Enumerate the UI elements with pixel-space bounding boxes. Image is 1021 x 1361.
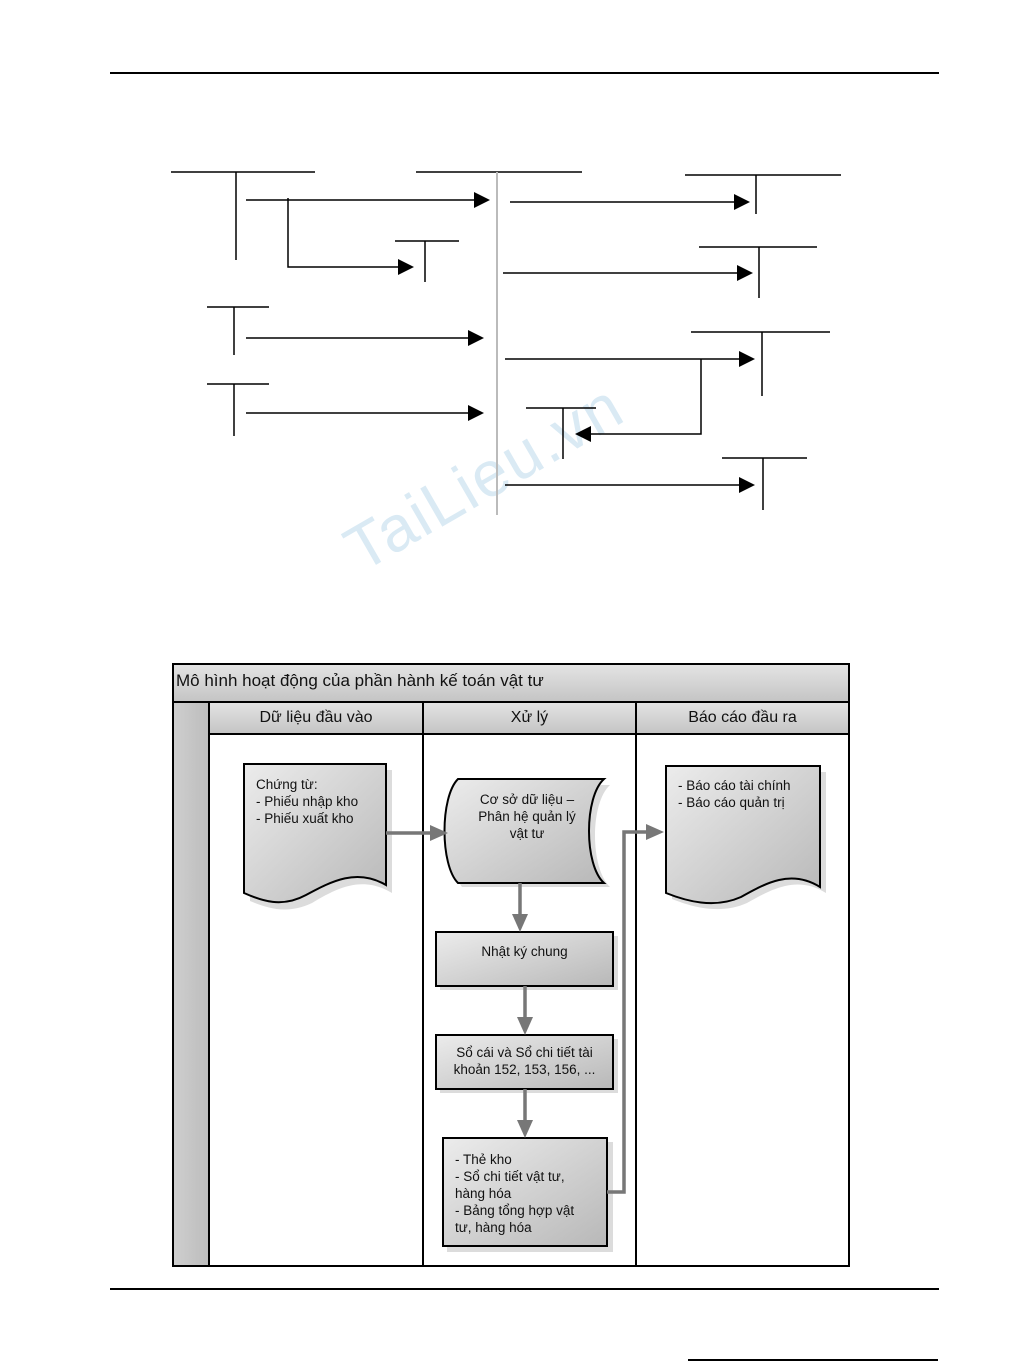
t-account-2 [395, 240, 459, 282]
output-document-shape [665, 765, 821, 905]
side-band [172, 701, 210, 1267]
arrow-head [474, 192, 490, 208]
t-account-r2 [699, 246, 817, 298]
detail-box [442, 1137, 608, 1247]
footer-rule [110, 1288, 939, 1290]
footnote-rule [688, 1359, 938, 1361]
input-document-text: Chứng từ: - Phiếu nhập kho - Phiếu xuất … [256, 777, 359, 826]
diagram-shape [386, 830, 646, 1194]
arrow-head [517, 1017, 533, 1035]
t-account-r4 [526, 407, 596, 459]
database-shape [443, 778, 607, 884]
detail-text: - Thẻ kho - Sổ chi tiết vật tư, hàng hóa… [455, 1152, 575, 1235]
diagram-shape [171, 171, 841, 510]
arrow-head [398, 259, 414, 275]
t-account-3 [207, 306, 269, 355]
connector-line [287, 198, 398, 268]
flowchart-title: Mô hình hoạt động của phần hành kế toán … [176, 671, 544, 690]
arrow-head [734, 194, 750, 210]
ledger-box [435, 1034, 614, 1090]
database-text: Cơ sở dữ liệu – Phân hệ quản lý vật tư [478, 792, 576, 841]
connector-detail-output [607, 830, 646, 1194]
lane-header-process [422, 701, 637, 735]
diagram-shape [430, 824, 664, 1138]
lane-label-input: Dữ liệu đầu vào [259, 709, 373, 726]
input-document-shape [243, 763, 387, 904]
t-account-diagram [171, 171, 841, 515]
lane-label-output: Báo cáo đầu ra [688, 709, 797, 726]
t-account-4 [207, 383, 269, 436]
connector-line [590, 359, 702, 435]
arrow-head [512, 914, 528, 932]
ledger-text: Sổ cái và Sổ chi tiết tài khoản 152, 153… [453, 1045, 596, 1077]
t-account-r3 [691, 331, 830, 396]
lane-label-process: Xử lý [510, 709, 549, 726]
journal-text: Nhật ký chung [481, 944, 568, 959]
output-document-text: - Báo cáo tài chính - Báo cáo quản trị [678, 778, 791, 810]
arrow-head [739, 477, 755, 493]
arrow-head [646, 824, 664, 840]
t-account-1 [171, 171, 315, 260]
arrow-head [430, 825, 448, 841]
header-rule [110, 72, 939, 74]
diagram-shape [398, 192, 755, 493]
arrow-head [575, 426, 591, 442]
lane-header-input [208, 701, 424, 735]
arrow-head [468, 330, 484, 346]
arrow-head [517, 1120, 533, 1138]
diagram-shape [246, 198, 740, 486]
title-bar [172, 663, 850, 703]
swimlane-flowchart: Mô hình hoạt động của phần hành kế toán … [172, 663, 850, 1267]
arrow-head [468, 405, 484, 421]
t-account-r5 [722, 457, 807, 510]
arrow-head [737, 265, 753, 281]
t-account-r1 [685, 174, 841, 214]
arrow-head [739, 351, 755, 367]
